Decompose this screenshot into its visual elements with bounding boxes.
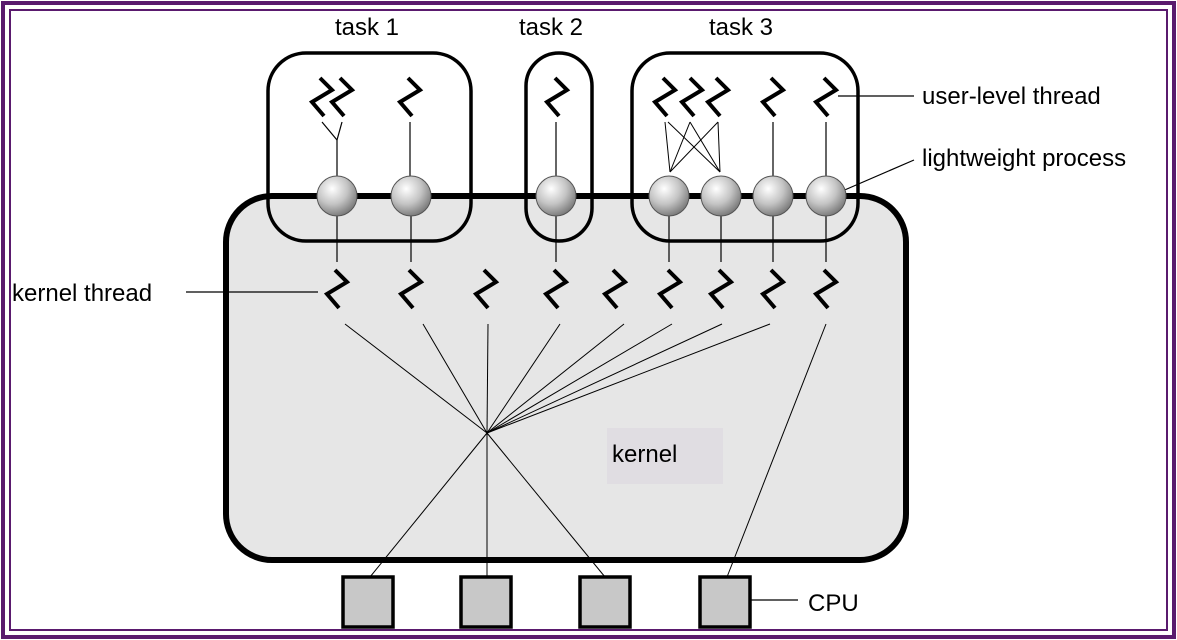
- cpu-box: [459, 575, 513, 629]
- lightweight-process-icon: [535, 175, 577, 217]
- kernel-thread-icon: [601, 268, 629, 310]
- user-thread-icon: [759, 76, 787, 118]
- connection-line: [486, 323, 489, 434]
- lightweight-process-icon: [648, 175, 690, 217]
- kernel-label-bg: [607, 428, 723, 484]
- lightweight-process-label: lightweight process: [922, 145, 1126, 172]
- user-level-thread-label: user-level thread: [922, 83, 1101, 110]
- user-thread-icon: [651, 76, 679, 118]
- cpu-label: CPU: [808, 590, 859, 617]
- kernel-threads: [323, 268, 840, 310]
- kernel-thread-icon: [656, 268, 684, 310]
- user-thread-icon: [704, 76, 732, 118]
- task2-box: [524, 51, 594, 243]
- connection-line: [422, 323, 488, 434]
- kernel-box: [223, 193, 909, 563]
- lightweight-process-icon: [752, 175, 794, 217]
- connection-line: [336, 121, 343, 141]
- connection-line: [664, 121, 671, 173]
- connection-line: [669, 121, 719, 173]
- connection-line: [486, 432, 606, 578]
- connection-line: [486, 323, 771, 434]
- connection-line: [321, 121, 338, 141]
- connection-line: [486, 323, 561, 434]
- connection-line: [486, 323, 625, 434]
- user-thread-icon: [812, 76, 840, 118]
- user-thread-icon: [396, 76, 424, 118]
- connection-line: [689, 121, 721, 173]
- user-threads: [308, 76, 840, 118]
- kernel-thread-icon: [397, 268, 425, 310]
- connection-line: [344, 323, 488, 434]
- connection-line: [669, 121, 691, 173]
- lightweight-process-icon: [700, 175, 742, 217]
- kernel-thread-icon: [542, 268, 570, 310]
- inner-frame: [9, 9, 1168, 631]
- connection-line: [726, 323, 827, 578]
- kernel-thread-icon: [812, 268, 840, 310]
- cpu-box: [578, 575, 632, 629]
- kernel-thread-icon: [472, 268, 500, 310]
- lwp-leader: [839, 159, 915, 193]
- kernel-thread-label: kernel thread: [12, 280, 152, 307]
- task1-label: task 1: [335, 14, 399, 41]
- task2-label: task 2: [519, 14, 583, 41]
- user-thread-icon: [308, 76, 336, 118]
- lightweight-process-icon: [390, 175, 432, 217]
- connection-lines: [321, 121, 827, 578]
- kernel-thread-icon: [323, 268, 351, 310]
- task3-label: task 3: [709, 14, 773, 41]
- user-thread-icon: [543, 76, 571, 118]
- lightweight-processes: [316, 175, 847, 217]
- kernel-thread-icon: [759, 268, 787, 310]
- cpu-box: [698, 575, 752, 629]
- kernel-thread-icon: [707, 268, 735, 310]
- lightweight-process-icon: [805, 175, 847, 217]
- task1-box: [266, 51, 473, 243]
- connection-line: [486, 323, 723, 434]
- lightweight-process-icon: [316, 175, 358, 217]
- kernel-label: kernel: [612, 441, 677, 468]
- connection-line: [369, 432, 488, 578]
- connection-line: [717, 121, 721, 173]
- cpu-box: [341, 575, 395, 629]
- task3-box: [630, 51, 860, 243]
- user-thread-icon: [678, 76, 706, 118]
- user-thread-icon: [328, 76, 356, 118]
- connection-line: [486, 323, 673, 434]
